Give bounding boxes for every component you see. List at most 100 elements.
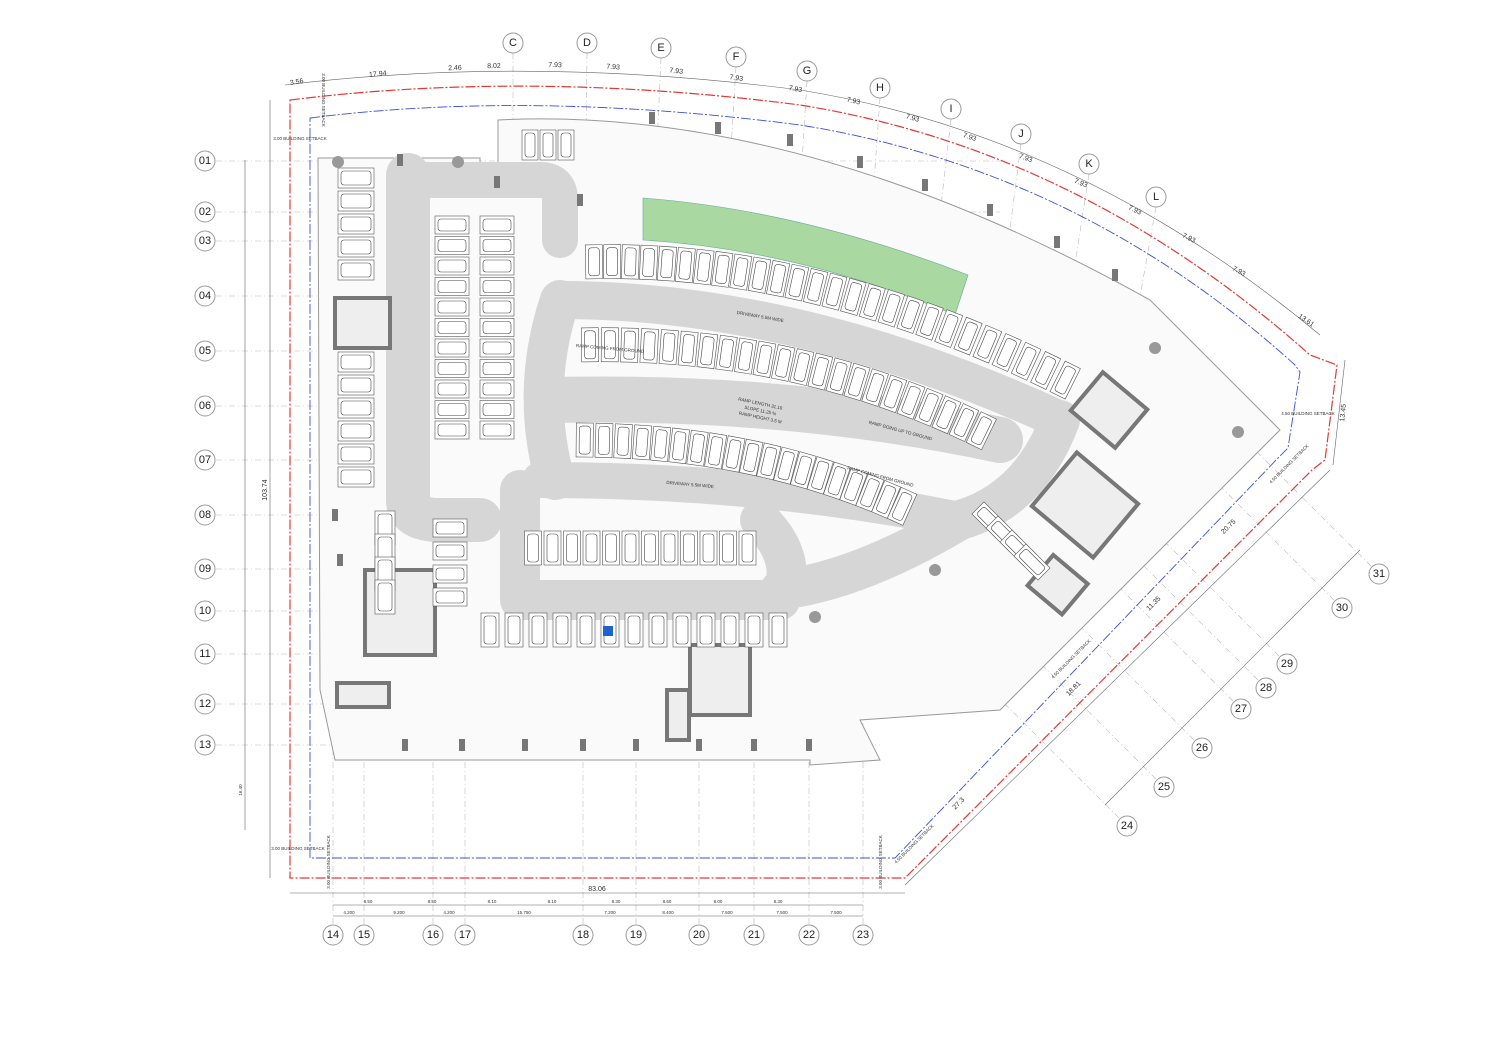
parking-stall <box>479 256 515 276</box>
structural-column <box>633 739 639 751</box>
grid-bubble-label: 29 <box>1281 658 1293 670</box>
grid-bubble-label: 18 <box>577 929 589 941</box>
parking-stall <box>843 362 871 401</box>
parking-stall <box>840 277 867 316</box>
parking-stall <box>580 327 599 363</box>
grid-bubble-21: 21 <box>743 924 765 946</box>
parking-stall <box>434 277 470 296</box>
parking-stall <box>660 530 679 566</box>
parking-stall <box>711 251 734 288</box>
ramp-down-label: RAMP COMING FROM GROUND <box>576 343 645 354</box>
parking-stall <box>337 420 375 442</box>
grid-bubble-label: 27 <box>1235 703 1247 715</box>
structural-column <box>751 739 757 751</box>
dim-label-top: 8.02 <box>487 63 501 70</box>
parking-stall <box>557 129 575 161</box>
parking-stall <box>802 268 829 306</box>
property-line <box>289 85 1338 879</box>
core-stair-5 <box>665 688 691 742</box>
grid-bubble-label: D <box>583 37 591 49</box>
parking-stall <box>337 397 375 419</box>
grid-bubble-10: 10 <box>194 600 216 622</box>
parking-stall <box>658 329 679 366</box>
parking-stall <box>677 330 699 367</box>
parking-stall <box>432 518 468 538</box>
grid-bubble-label: 08 <box>199 509 211 521</box>
dim-label-top: 7.93 <box>1127 205 1142 217</box>
floor-slab <box>317 112 1281 766</box>
structural-column <box>649 112 655 124</box>
parking-stall <box>602 530 620 566</box>
parking-stall <box>1049 360 1081 400</box>
parking-stall <box>696 332 719 369</box>
parking-stall <box>631 424 652 461</box>
parking-stall <box>504 612 524 648</box>
dim-label-bottom: 7.500 <box>776 910 788 915</box>
grid-bubble-label: 23 <box>857 929 869 941</box>
parking-stall <box>696 612 716 648</box>
structural-column <box>397 154 403 166</box>
dim-label-right-edge: 13.45 <box>1339 404 1348 422</box>
dim-label-top: 7.93 <box>788 85 803 94</box>
setback-label: 4.50 BUILDING SETBACK <box>1281 411 1335 416</box>
green-zone <box>642 197 969 316</box>
parking-stall <box>915 302 944 341</box>
dim-label-bottom: 8.30 <box>612 899 621 904</box>
grid-bubble-12: 12 <box>194 693 216 715</box>
grid-bubble-27: 27 <box>1230 698 1252 720</box>
core-stair-6 <box>1067 369 1151 451</box>
dim-label-bottom: 8.50 <box>364 899 373 904</box>
parking-stall <box>965 411 997 451</box>
parking-stall <box>337 236 375 258</box>
structural-column <box>337 554 343 566</box>
structural-column <box>494 176 500 188</box>
parking-stall <box>600 327 619 363</box>
driveway-exit <box>760 500 980 610</box>
grid-bubble-G: G <box>796 60 818 82</box>
parking-stall <box>432 564 468 584</box>
parking-stall <box>948 403 980 442</box>
driveway-top <box>390 162 578 258</box>
grid-bubble-03: 03 <box>194 230 216 252</box>
grid-bubble-label: G <box>803 65 812 77</box>
parking-stall <box>1030 351 1062 390</box>
parking-stall <box>479 379 515 399</box>
grid-bubble-01: 01 <box>194 150 216 172</box>
dim-line-top <box>284 70 1321 336</box>
parking-stall <box>434 400 470 419</box>
dim-label-top: 17.94 <box>369 70 387 79</box>
structural-column <box>806 739 812 751</box>
grid-bubble-label: 30 <box>1336 602 1348 614</box>
parking-stall <box>768 612 788 648</box>
grid-bubble-06: 06 <box>194 395 216 417</box>
grid-bubble-label: 17 <box>459 929 471 941</box>
parking-stall <box>621 530 640 566</box>
structural-column <box>332 509 338 521</box>
parking-stall <box>624 612 644 648</box>
parking-stall <box>337 351 375 373</box>
grid-bubble-I: I <box>940 98 962 120</box>
dim-line-diagonal-2 <box>1104 549 1361 806</box>
parking-stall <box>594 422 614 458</box>
parking-stall <box>613 423 633 459</box>
parking-stall <box>650 425 672 462</box>
parking-stall <box>991 333 1022 372</box>
parking-stall <box>432 587 468 607</box>
parking-stall <box>434 338 470 358</box>
parking-stall <box>434 297 470 317</box>
setback-line <box>309 105 1301 859</box>
grid-bubble-H: H <box>869 77 891 99</box>
parking-stall <box>825 357 852 396</box>
driveway-arc-1 <box>541 281 1079 439</box>
parking-stall <box>575 422 594 458</box>
dim-label-bottom: 8.60 <box>663 899 672 904</box>
parking-stall <box>434 359 470 378</box>
parking-stall <box>914 387 944 427</box>
parking-stall <box>806 456 834 495</box>
driveway-label: DRIVEWAY 5.5M WIDE <box>666 480 714 489</box>
parking-stall <box>479 359 515 378</box>
dim-label-bottom: 4.200 <box>343 910 355 915</box>
grid-bubble-29: 29 <box>1276 653 1298 675</box>
dim-label-bottom: 8.10 <box>548 899 557 904</box>
